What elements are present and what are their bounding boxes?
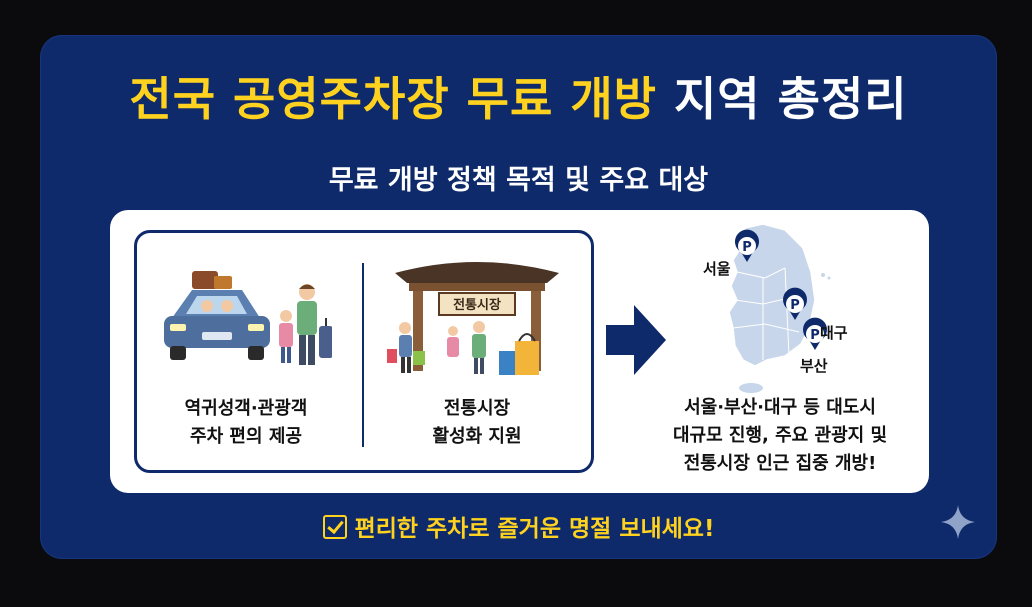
- title-rest: 지역 총정리: [673, 72, 908, 126]
- family-car-illustration: [164, 271, 332, 365]
- svg-text:P: P: [810, 328, 820, 343]
- target-box: 역귀성객·관광객 주차 편의 제공 전통시장: [134, 230, 594, 473]
- svg-text:P: P: [790, 298, 800, 313]
- pin-seoul: P: [735, 229, 759, 262]
- pin-daegu: P: [783, 287, 807, 320]
- map-description: 서울·부산·대구 등 대도시 대규모 진행, 주요 관광지 및 전통시장 인근 …: [640, 394, 920, 478]
- svg-text:P: P: [742, 240, 752, 255]
- tourist-caption-line1: 역귀성객·관광객: [184, 398, 308, 419]
- tourist-caption: 역귀성객·관광객 주차 편의 제공: [151, 395, 341, 451]
- tourist-caption-line2: 주차 편의 제공: [190, 426, 302, 447]
- city-label-daegu: 대구: [820, 324, 848, 342]
- pin-busan: P: [803, 317, 827, 350]
- subtitle: 무료 개방 정책 목적 및 주요 대상: [328, 165, 709, 196]
- market-gate-illustration: 전통시장: [387, 262, 559, 375]
- box-divider: [362, 263, 364, 447]
- city-label-seoul: 서울: [703, 260, 731, 278]
- footer-text: 편리한 주차로 즐거운 명절 보내세요!: [354, 516, 715, 542]
- page-title: 전국 공영주차장 무료 개방 지역 총정리: [40, 63, 997, 129]
- map-description-line2: 대규모 진행, 주요 관광지 및: [672, 425, 888, 446]
- market-sign-text: 전통시장: [453, 297, 501, 313]
- sparkle-icon: [941, 505, 975, 539]
- market-caption-line1: 전통시장: [443, 398, 511, 419]
- city-label-busan: 부산: [800, 357, 828, 375]
- right-arrow-icon: [606, 305, 666, 375]
- content-panel: 역귀성객·관광객 주차 편의 제공 전통시장: [110, 210, 929, 493]
- map-description-line1: 서울·부산·대구 등 대도시: [684, 397, 876, 418]
- title-highlight: 전국 공영주차장 무료 개방: [129, 72, 657, 126]
- footer-message: 편리한 주차로 즐거운 명절 보내세요!: [40, 509, 997, 543]
- infographic-card: 전국 공영주차장 무료 개방 지역 총정리 무료 개방 정책 목적 및 주요 대…: [40, 35, 997, 559]
- korea-map-illustration: P P P: [728, 223, 831, 393]
- market-caption: 전통시장 활성화 지원: [377, 395, 577, 451]
- map-description-line3: 전통시장 인근 집중 개방!: [683, 453, 877, 474]
- market-caption-line2: 활성화 지원: [432, 426, 522, 447]
- checkbox-icon: [322, 515, 347, 539]
